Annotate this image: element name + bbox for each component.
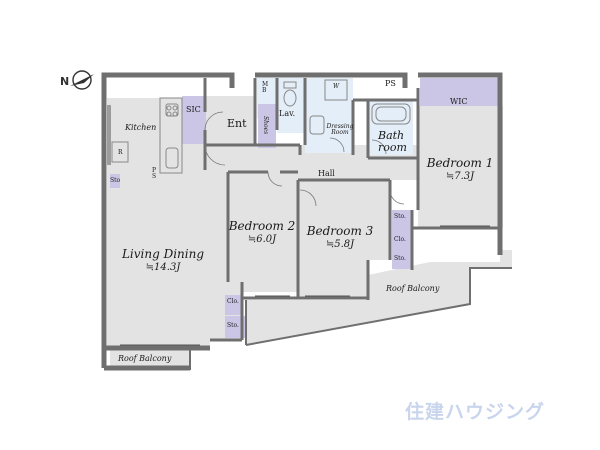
svg-text:N: N <box>60 75 69 88</box>
doors <box>204 111 405 207</box>
walls <box>101 72 503 371</box>
bathtub-icon <box>371 103 411 125</box>
toilet-icon <box>283 81 297 107</box>
room-label-dressing: Dressing Room <box>326 123 354 136</box>
storage-label-kitchen: Sto <box>110 177 121 184</box>
closet-label-bed1: Clo. <box>394 236 406 243</box>
room-label-shoes: Shoes <box>262 116 269 135</box>
kitchen-counter <box>111 97 183 174</box>
room-label-bedroom-1: Bedroom 1 <box>426 156 494 170</box>
room-label-bath: Bath room <box>378 129 407 155</box>
room-area-bedroom-3: ≒5.8J <box>325 239 355 250</box>
storage-label-bed1-sto: Sto. <box>394 213 406 220</box>
storage-areas <box>110 78 498 338</box>
room-area-bedroom-2: ≒6.0J <box>247 234 277 245</box>
fixture-label-ps-small: P S <box>152 167 157 180</box>
room-label-living-dining: Living Dining <box>121 247 205 261</box>
fixture-label-fridge: R <box>118 149 123 156</box>
room-label-entrance: Ent <box>227 117 247 130</box>
room-label-w: W <box>333 83 340 90</box>
room-label-hall: Hall <box>318 169 335 178</box>
room-label-roof-balcony-left: Roof Balcony <box>118 354 172 363</box>
storage-label-bed1-sto-b: Sto. <box>394 255 406 262</box>
windows <box>107 105 490 346</box>
room-label-bedroom-3: Bedroom 3 <box>306 224 374 238</box>
room-area-bedroom-1: ≒7.3J <box>445 171 475 182</box>
brand-watermark: 住建ハウジング <box>405 401 546 423</box>
interior-walls <box>189 78 512 370</box>
room-label-mb: M B <box>262 81 269 94</box>
washbasin-icon <box>309 79 348 135</box>
room-label-bedroom-2: Bedroom 2 <box>228 219 296 233</box>
room-area-living-dining: ≒14.3J <box>145 262 181 273</box>
room-label-ps: PS <box>385 79 396 88</box>
room-label-lav: Lav. <box>279 109 296 118</box>
closet-label-bed2: Clo. <box>227 298 239 305</box>
room-label-kitchen: Kitchen <box>125 123 157 132</box>
storage-label-bed2: Sto. <box>227 322 239 329</box>
room-label-sic: SIC <box>186 105 201 114</box>
room-label-wic: WIC <box>450 97 468 106</box>
north-compass-icon: N <box>60 70 94 90</box>
room-label-roof-balcony-right: Roof Balcony <box>386 284 440 293</box>
